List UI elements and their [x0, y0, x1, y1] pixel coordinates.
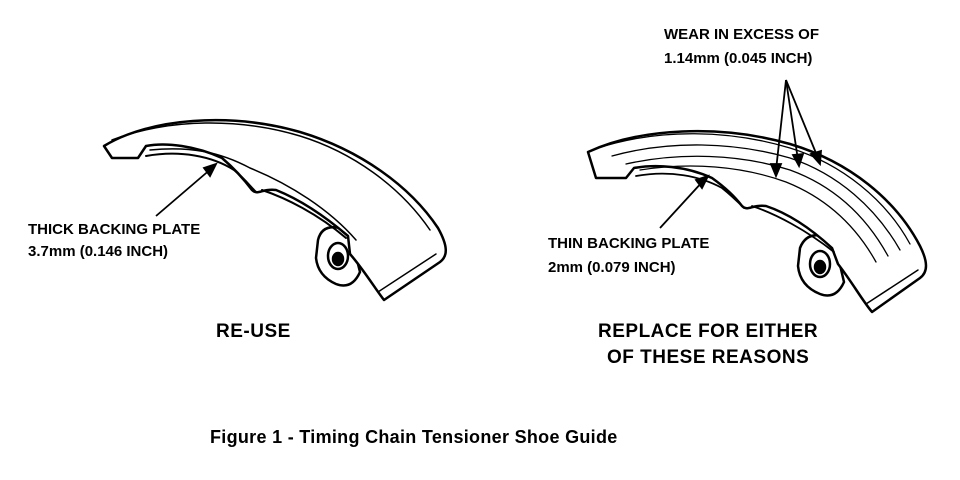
- figure-caption: Figure 1 - Timing Chain Tensioner Shoe G…: [210, 427, 618, 447]
- right-plate-label-line2: 2mm (0.079 INCH): [548, 259, 676, 276]
- left-shoe-body: [102, 118, 447, 302]
- left-verdict: RE-USE: [216, 321, 291, 342]
- right-shoe-body: [586, 130, 928, 314]
- left-plate-label-line2: 3.7mm (0.146 INCH): [28, 243, 169, 260]
- left-leader-arrow: [155, 162, 218, 217]
- wear-arrows: [769, 79, 822, 179]
- left-tensioner-shoe: [102, 118, 447, 302]
- right-verdict-line1: REPLACE FOR EITHER: [598, 321, 819, 342]
- left-plate-label-line1: THICK BACKING PLATE: [28, 221, 201, 238]
- wear-label-line2: 1.14mm (0.045 INCH): [664, 50, 813, 67]
- right-plate-label-line1: THIN BACKING PLATE: [548, 235, 710, 252]
- right-verdict-line2: OF THESE REASONS: [607, 347, 810, 368]
- right-leader-arrow: [659, 174, 710, 229]
- right-thin-backing-plate: [635, 172, 835, 253]
- wear-label-line1: WEAR IN EXCESS OF: [664, 26, 820, 43]
- left-thick-backing-plate: [145, 152, 347, 239]
- right-tensioner-shoe: [586, 130, 928, 314]
